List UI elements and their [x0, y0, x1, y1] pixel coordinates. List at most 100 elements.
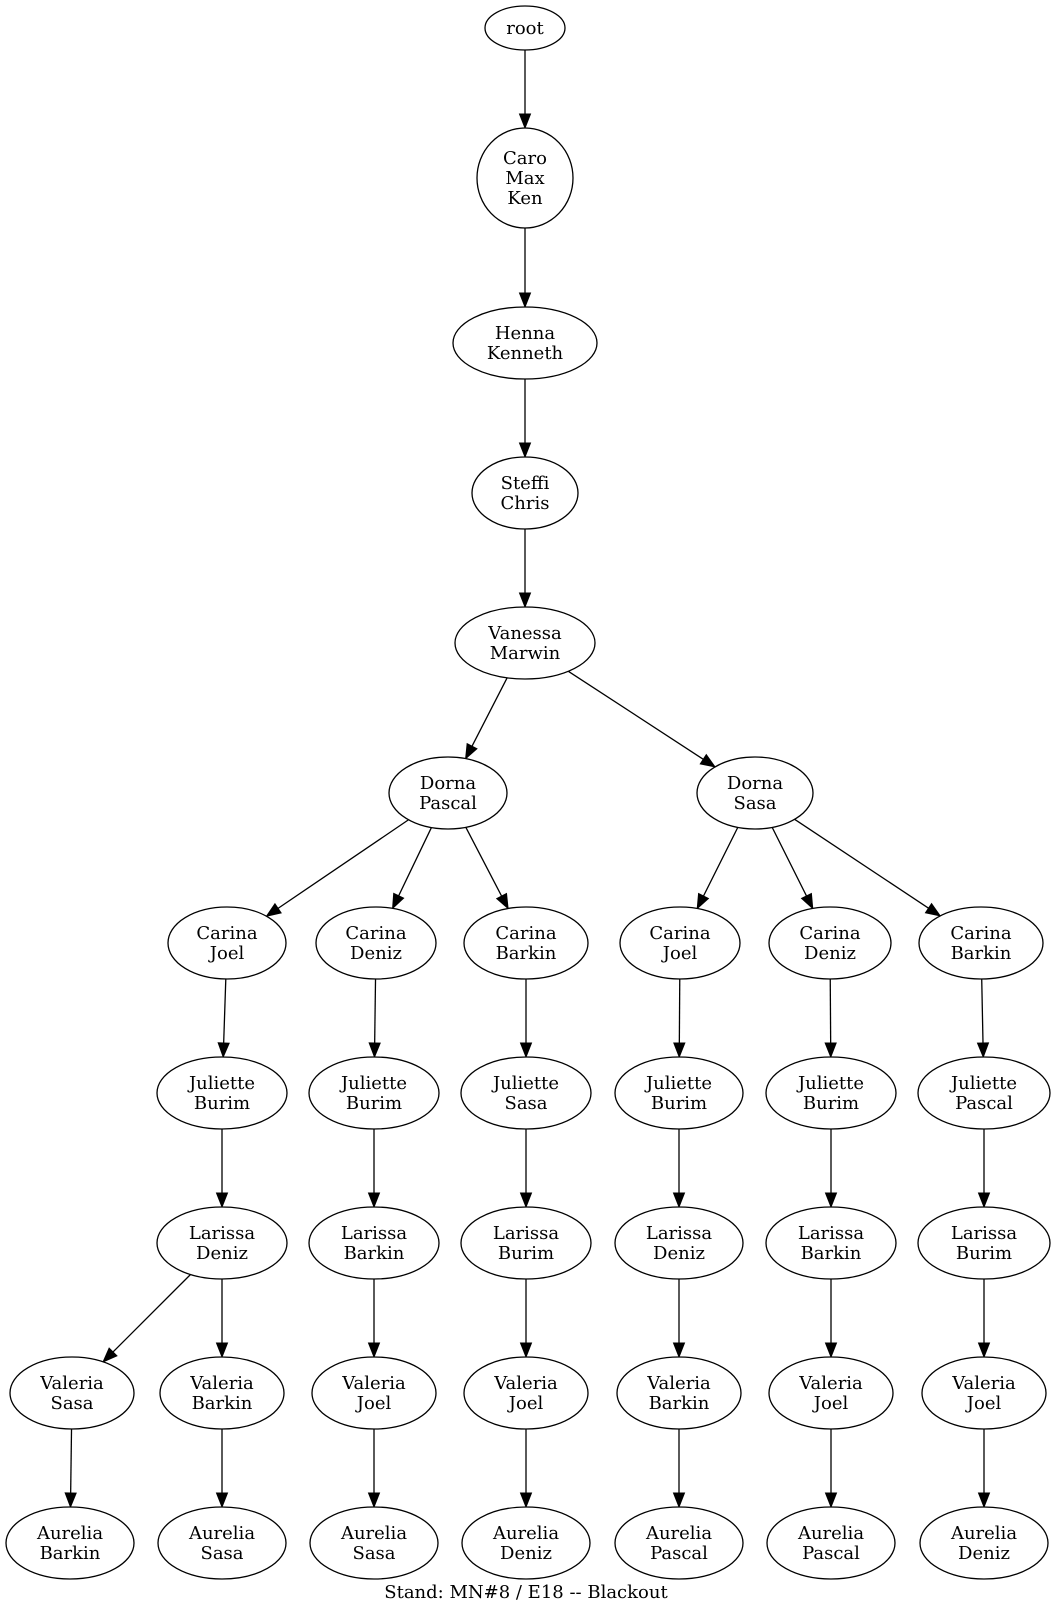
node-label-line: Larissa [341, 1223, 408, 1244]
node-label-line: Valeria [341, 1373, 406, 1394]
node-ellipse [614, 1506, 744, 1580]
node-label-line: Aurelia [645, 1523, 712, 1544]
arrowhead-icon [518, 592, 532, 609]
node-label-line: Sasa [200, 1543, 243, 1564]
node-label-line: Dorna [420, 773, 476, 794]
tree-edge-n14-n20 [367, 1129, 381, 1209]
tree-edge-n30-n37 [824, 1429, 838, 1509]
node-label-line: Joel [661, 943, 698, 964]
node-label-line: Juliette [187, 1073, 255, 1094]
node-ellipse [388, 756, 508, 830]
node-ellipse [308, 1206, 440, 1280]
edge-line [398, 827, 433, 897]
node-label-line: Carina [345, 923, 406, 944]
node-ellipse [454, 606, 596, 680]
node-ellipse [917, 1206, 1051, 1280]
node-label-line: Barkin [496, 943, 557, 964]
edge-line [277, 819, 409, 909]
arrowhead-icon [368, 1042, 381, 1059]
node-label-line: Deniz [653, 1243, 705, 1264]
tree-edge-n6-n12 [794, 818, 942, 917]
arrowhead-icon [215, 1192, 229, 1209]
node-label-line: Larissa [493, 1223, 560, 1244]
node-label-line: Valeria [189, 1373, 254, 1394]
node-label-line: Marwin [490, 643, 561, 664]
arrowhead-icon [217, 1042, 230, 1059]
node-ellipse [156, 1056, 288, 1130]
arrowhead-icon [976, 1042, 990, 1059]
tree-edge-n4-n6 [567, 670, 717, 768]
node-ellipse [452, 306, 598, 380]
node-label-line: Sasa [352, 1543, 395, 1564]
node-label-line: Burim [956, 1243, 1012, 1264]
arrowhead-icon [495, 892, 509, 910]
node-ellipse [766, 1506, 896, 1580]
arrowhead-icon [977, 1342, 991, 1359]
edge-layer [64, 50, 991, 1509]
arrowhead-icon [465, 742, 478, 760]
arrowhead-icon [519, 1042, 533, 1059]
tree-edge-n20-n27 [367, 1279, 381, 1359]
diagram-caption: Stand: MN#8 / E18 -- Blackout [384, 1582, 668, 1603]
node-ellipse [616, 1356, 742, 1430]
node-label-line: Barkin [951, 943, 1012, 964]
tree-edge-n13-n19 [215, 1129, 229, 1209]
node-ellipse [156, 1206, 288, 1280]
node-label-line: Juliette [796, 1073, 864, 1094]
node-layer: rootCaroMaxKenHennaKennethSteffiChrisVan… [5, 5, 1051, 1580]
arrowhead-icon [265, 902, 282, 917]
edge-line [567, 670, 704, 760]
tree-edge-n19-n25 [102, 1274, 191, 1363]
node-ellipse [157, 1506, 287, 1580]
node-label-line: Juliette [491, 1073, 559, 1094]
arrowhead-icon [824, 1192, 838, 1209]
node-ellipse [460, 1056, 592, 1130]
node-label-line: Barkin [40, 1543, 101, 1564]
arrowhead-icon [519, 1192, 533, 1209]
tree-edge-n15-n21 [519, 1129, 533, 1209]
node-ellipse [463, 906, 589, 980]
node-ellipse [9, 1356, 135, 1430]
node-label-line: Larissa [646, 1223, 713, 1244]
node-ellipse [768, 1356, 894, 1430]
tree-edge-n17-n23 [824, 1129, 838, 1209]
node-label-line: Joel [812, 1393, 849, 1414]
tree-edge-n5-n8 [392, 827, 433, 910]
tree-edge-n0-n1 [518, 50, 532, 130]
node-label-line: Aurelia [797, 1523, 864, 1544]
arrowhead-icon [672, 1342, 686, 1359]
arrowhead-icon [924, 902, 942, 917]
tree-edge-n4-n5 [465, 677, 508, 760]
node-label-line: Aurelia [492, 1523, 559, 1544]
node-label-line: Barkin [192, 1393, 253, 1414]
tree-edge-n21-n28 [519, 1279, 533, 1359]
tree-edge-n3-n4 [518, 529, 532, 609]
node-label-line: Carina [799, 923, 860, 944]
node-ellipse [308, 1056, 440, 1130]
node-label-line: Carina [950, 923, 1011, 944]
edge-line [471, 677, 508, 747]
node-ellipse [619, 906, 741, 980]
edge-line [112, 1274, 191, 1353]
node-label-line: Carina [196, 923, 257, 944]
arrowhead-icon [977, 1192, 991, 1209]
tree-edge-n31-n38 [977, 1429, 991, 1509]
